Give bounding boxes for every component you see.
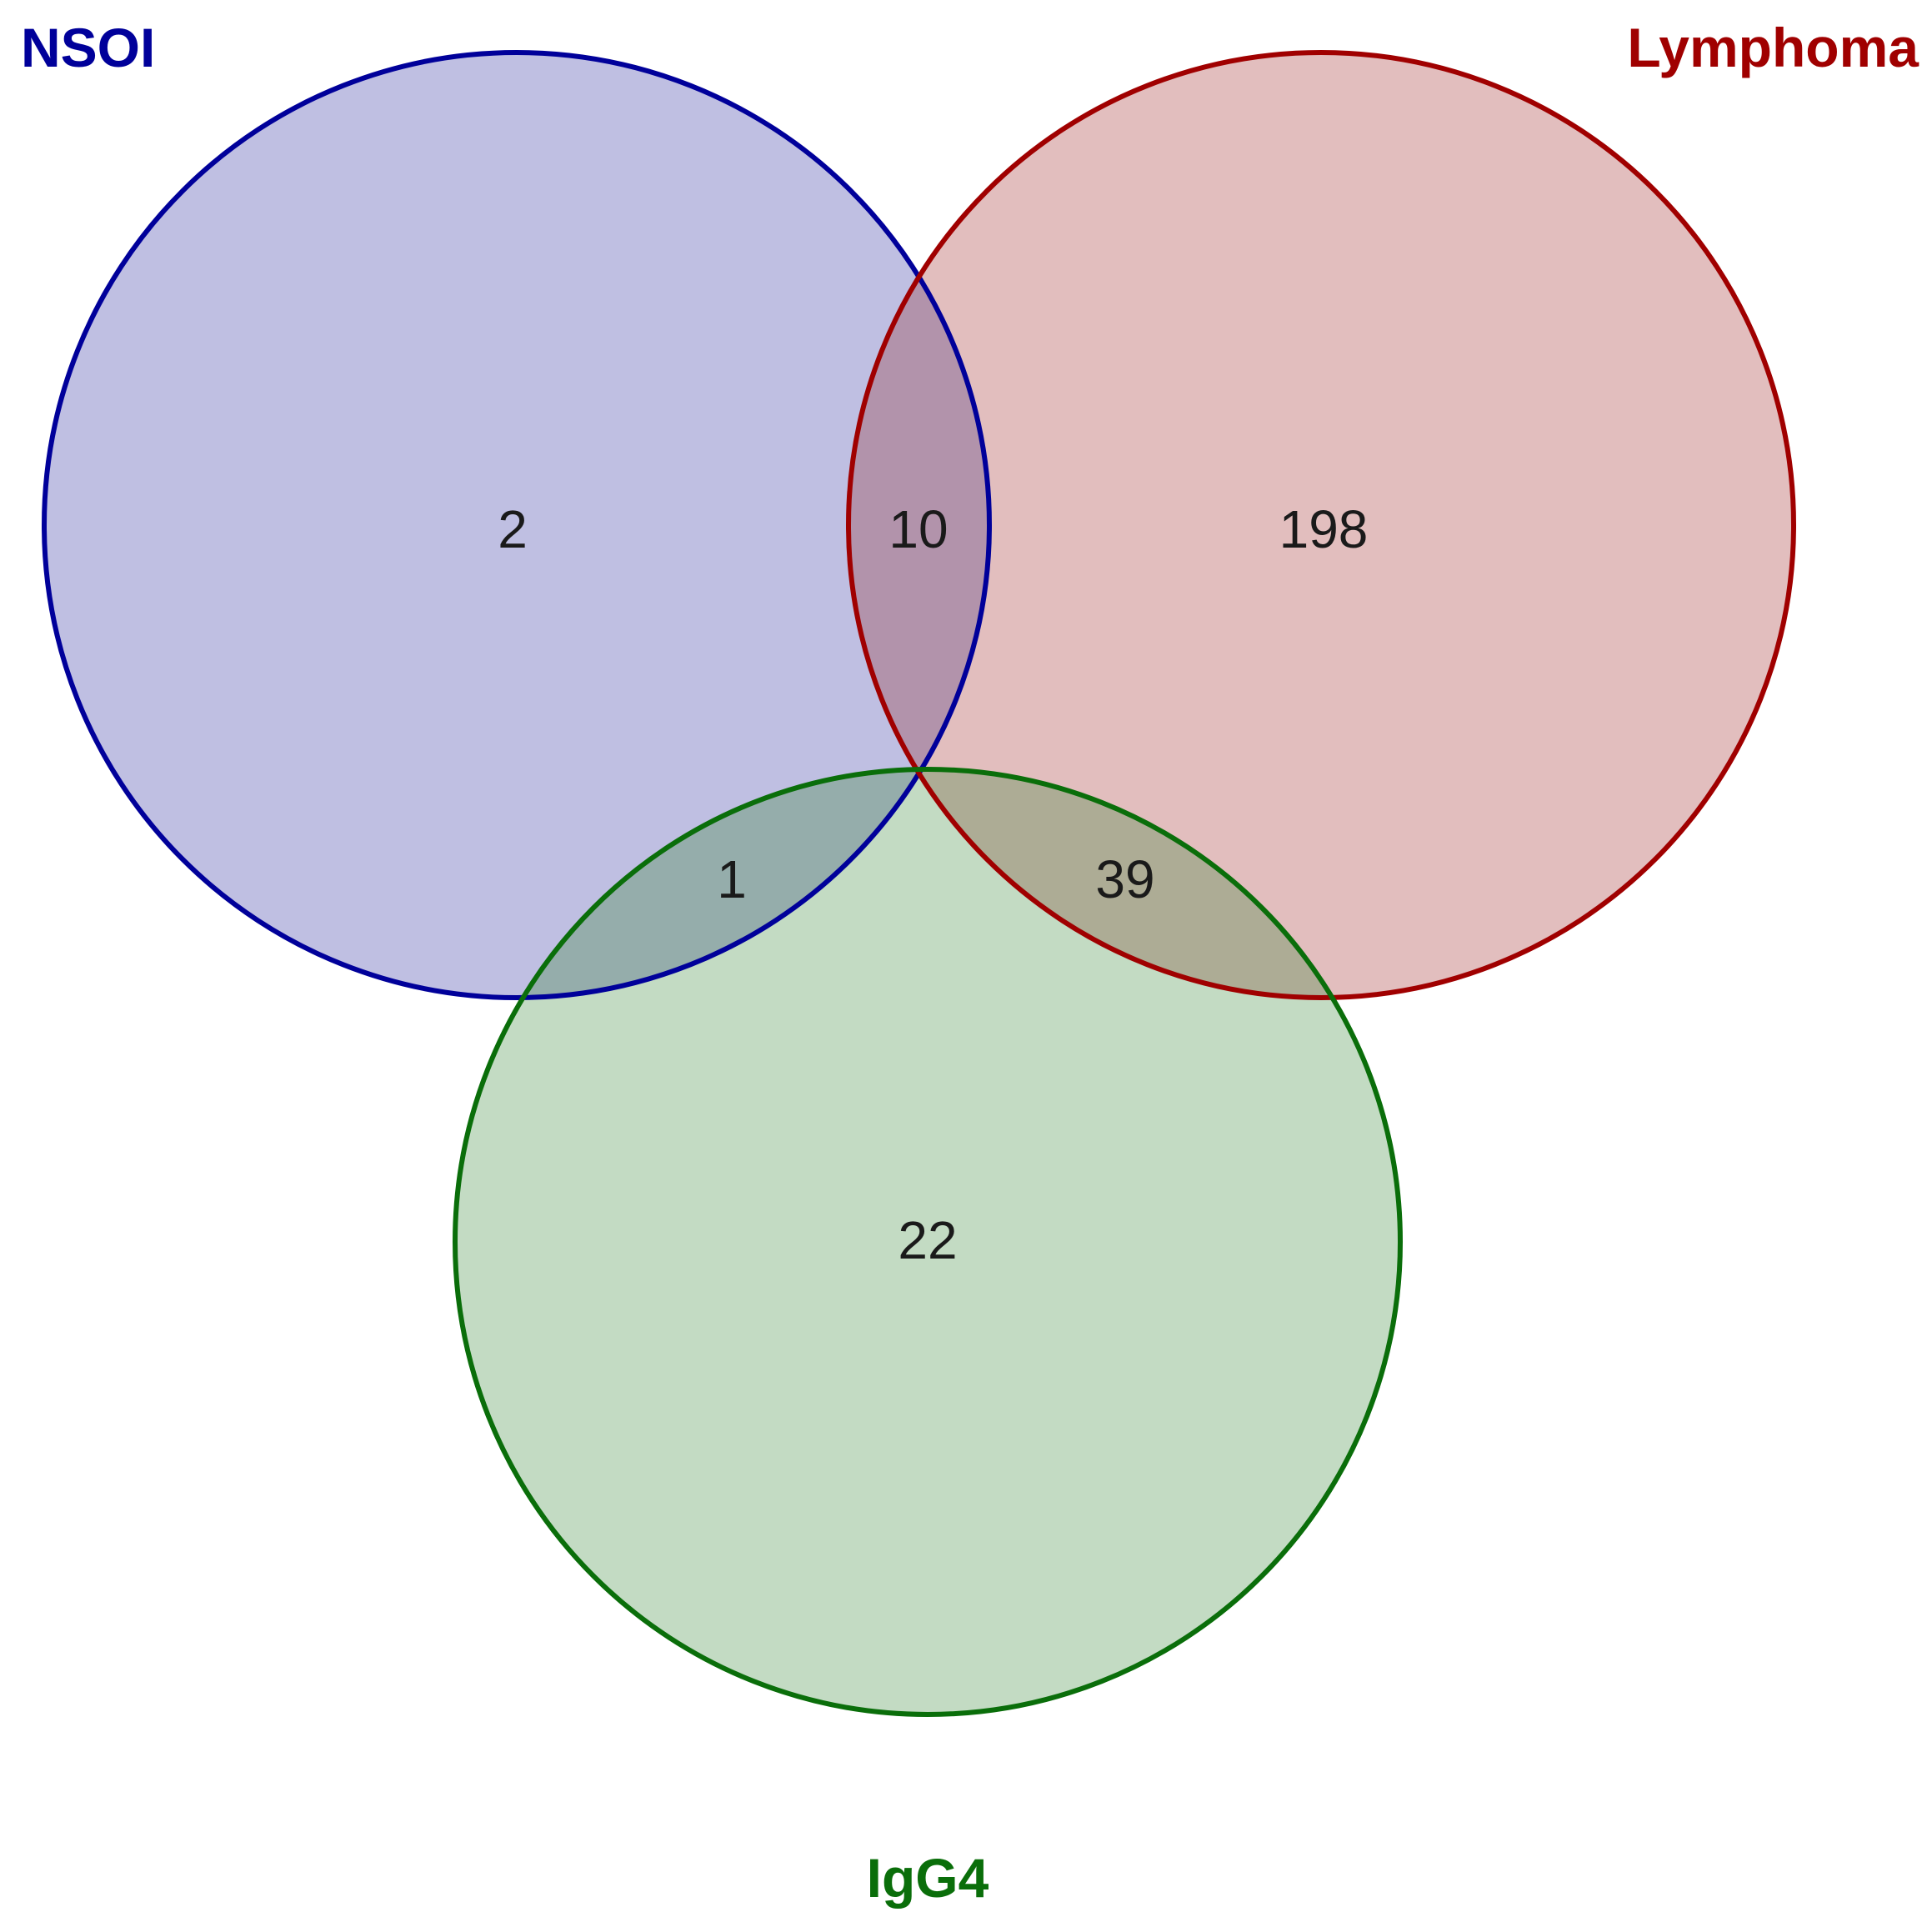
nsoi-label: NSOI	[21, 17, 155, 78]
nsoi-igg4-count: 1	[717, 849, 747, 909]
lymphoma-circle-outline	[846, 50, 1796, 1000]
lymphoma-label: Lymphoma	[1627, 17, 1919, 78]
igg4-only-count: 22	[898, 1210, 957, 1270]
nsoi-circle-outline	[42, 50, 992, 1000]
igg4-circle-fill	[455, 769, 1400, 1714]
nsoi-only-count: 2	[498, 499, 528, 559]
igg4-circle-outline	[453, 767, 1403, 1717]
nsoi-circle-fill	[44, 53, 989, 998]
nsoi-lymphoma-count: 10	[888, 499, 948, 559]
lymphoma-only-count: 198	[1279, 499, 1369, 559]
lymphoma-circle-fill	[848, 53, 1794, 998]
igg4-label: IgG4	[867, 1847, 989, 1909]
lymphoma-igg4-count: 39	[1095, 849, 1154, 909]
